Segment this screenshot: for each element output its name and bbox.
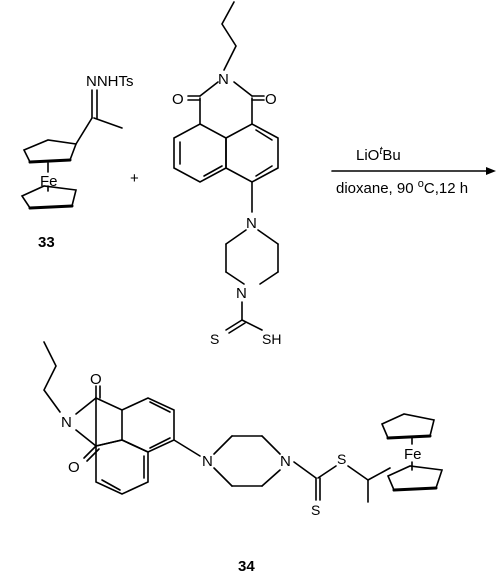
imide-nitrogen-product: N <box>61 414 72 431</box>
methyl-bond-33 <box>93 117 123 129</box>
carbonyl-oxygen-left: O <box>172 91 184 108</box>
naphthalene-core-reactant <box>173 123 279 183</box>
hydrazone-group: NNHTs <box>86 73 134 90</box>
lower-cp-ring-product <box>386 465 444 492</box>
piperazine-nitrogen-top: N <box>246 215 257 232</box>
carbonyl-oxygen-top: O <box>90 371 102 388</box>
product-34: N O O N N S <box>43 341 444 575</box>
thione-sulfur-reactant: S <box>210 331 219 347</box>
thioether-sulfur: S <box>337 451 346 467</box>
iron-atom-34: Fe <box>404 446 422 463</box>
lower-cp-ring <box>20 185 77 210</box>
upper-cp-ring-product <box>380 413 435 440</box>
reactant-naphthalimide: N O O N N <box>172 1 281 347</box>
reactant-33: Fe NNHTs 33 <box>20 73 134 251</box>
carbonyl-oxygen-right: O <box>265 91 277 108</box>
bond-ring-to-hydrazone-carbon <box>75 117 93 145</box>
carbonyl-oxygen-bottom: O <box>68 459 80 476</box>
butyl-chain-product <box>43 341 61 413</box>
imide-nitrogen-reactant: N <box>218 71 229 88</box>
upper-cp-ring <box>22 139 78 164</box>
piperazine-nitrogen-right: N <box>280 453 291 470</box>
thiol-group: SH <box>262 331 281 347</box>
piperazine-nitrogen-bottom: N <box>236 285 247 302</box>
reagent-label: LiOtBu <box>356 145 401 164</box>
thione-sulfur-product: S <box>311 502 320 518</box>
butyl-chain-reactant <box>221 1 237 71</box>
piperazine-nitrogen-left: N <box>202 453 213 470</box>
compound-label-33: 33 <box>38 234 55 251</box>
reaction-arrow-group: LiOtBu dioxane, 90 oC,12 h <box>331 145 496 197</box>
iron-atom-33: Fe <box>40 173 58 190</box>
arrow-head <box>486 167 496 175</box>
plus-sign: + <box>130 170 139 187</box>
compound-label-34: 34 <box>238 558 255 575</box>
conditions-label: dioxane, 90 oC,12 h <box>336 178 468 197</box>
naphthalene-core-product <box>95 396 175 495</box>
